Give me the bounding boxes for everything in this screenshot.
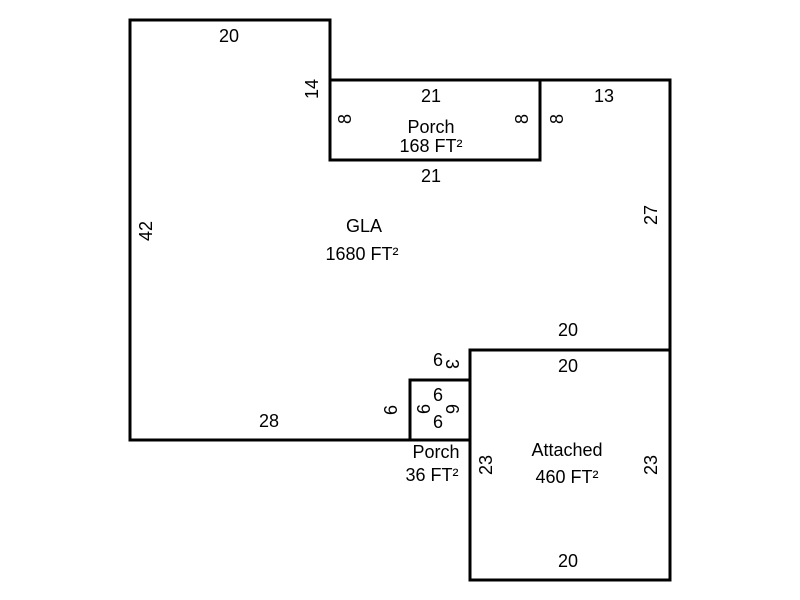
dim-gla-notch-left: 14	[302, 79, 322, 99]
dim-porch-small-right: 6	[442, 404, 462, 414]
dim-porch-top-bottom: 21	[421, 166, 441, 186]
dim-porch-small-left: 6	[414, 404, 434, 414]
dim-attached-top: 20	[558, 356, 578, 376]
dim-gla-step-3: 3	[442, 359, 462, 369]
dim-attached-left: 23	[476, 455, 496, 475]
dim-attached-right: 23	[641, 455, 661, 475]
dim-porch-small-bottom: 6	[433, 412, 443, 432]
porch-top-outline	[328, 78, 542, 162]
porch-small-label: Porch	[412, 442, 459, 462]
dim-gla-left: 42	[136, 221, 156, 241]
dim-porch-top-right: 8	[512, 114, 532, 124]
attached-label: Attached	[531, 440, 602, 460]
dim-porch-top-right-outer: 8	[547, 114, 567, 124]
porch-top-label: Porch	[407, 117, 454, 137]
dim-attached-bottom: 20	[558, 551, 578, 571]
dim-porch-top-top: 21	[421, 86, 441, 106]
dim-porch-top-left: 8	[335, 114, 355, 124]
dim-gla-top: 20	[219, 26, 239, 46]
gla-outline	[128, 18, 672, 442]
dim-gla-step-top: 20	[558, 320, 578, 340]
dim-porch-small-top: 6	[433, 385, 443, 405]
attached-area: 460 FT²	[535, 467, 598, 487]
dim-gla-bottom: 28	[259, 411, 279, 431]
porch-small-area: 36 FT²	[405, 465, 458, 485]
dim-gla-right-top: 13	[594, 86, 614, 106]
dim-gla-right: 27	[641, 205, 661, 225]
dim-gla-step-left: 6	[381, 405, 401, 415]
gla-area: 1680 FT²	[325, 244, 398, 264]
dim-gla-step-6: 6	[433, 350, 443, 370]
gla-label: GLA	[346, 216, 382, 236]
porch-top-area: 168 FT²	[399, 136, 462, 156]
attached-outline	[468, 348, 672, 582]
